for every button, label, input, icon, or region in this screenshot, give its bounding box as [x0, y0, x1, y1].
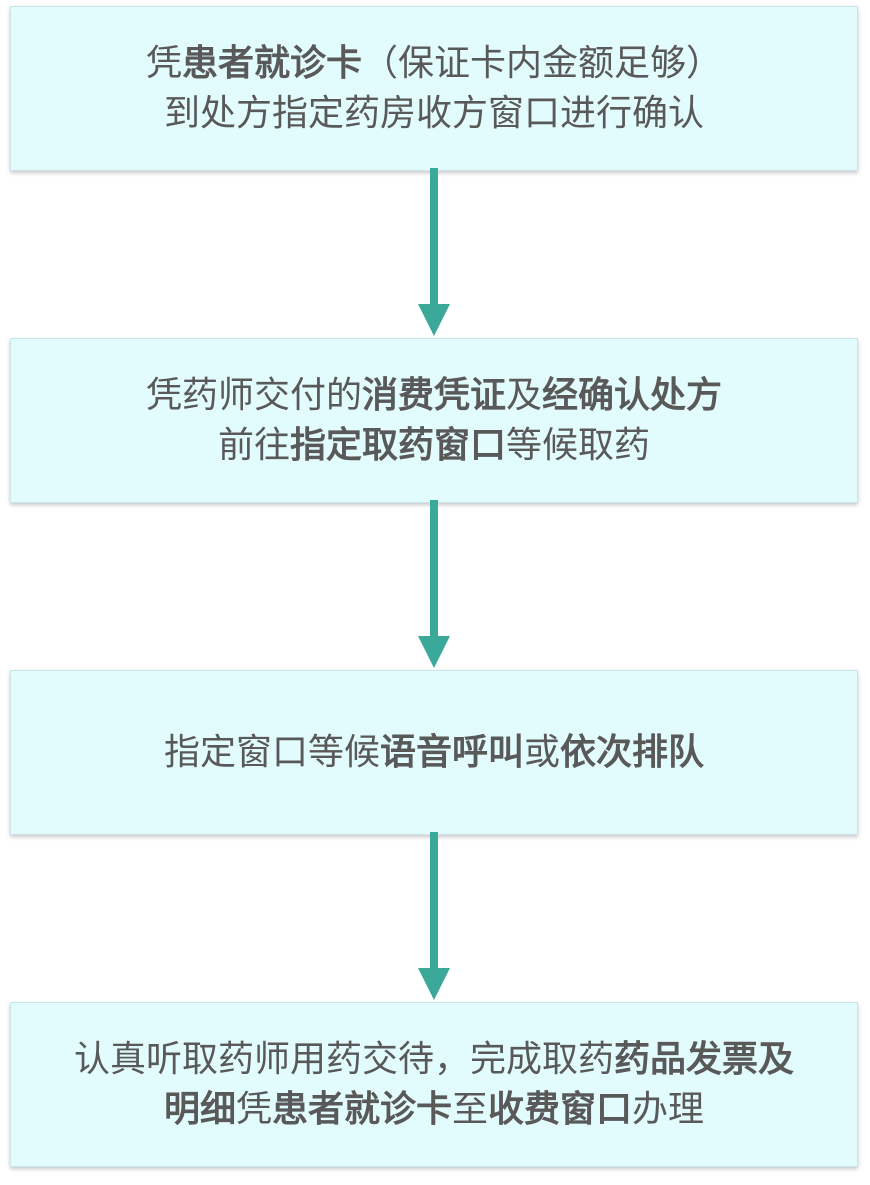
- step-1-line-2: 到处方指定药房收方窗口进行确认: [164, 89, 704, 139]
- arrow-down-3: [418, 832, 450, 1000]
- arrow-shaft: [430, 832, 438, 972]
- step-2-line-2: 前往指定取药窗口等候取药: [218, 421, 650, 471]
- step-text: 及: [506, 374, 543, 416]
- step-1-box: 凭患者就诊卡（保证卡内金额足够）到处方指定药房收方窗口进行确认: [10, 6, 858, 171]
- step-text: 到处方指定药房收方窗口进行确认: [163, 92, 704, 134]
- emphasized-text: 药品发票及: [614, 1038, 795, 1080]
- arrow-down-2: [418, 500, 450, 668]
- emphasized-text: 患者就诊卡: [271, 1088, 452, 1130]
- emphasized-text: 依次排队: [560, 731, 705, 773]
- step-text: 至: [452, 1088, 489, 1130]
- emphasized-text: 收费窗口: [488, 1088, 633, 1130]
- emphasized-text: 经确认处方: [542, 374, 723, 416]
- step-text: 凭: [145, 42, 182, 84]
- arrow-shaft: [430, 168, 438, 308]
- step-4-line-1: 认真听取药师用药交待，完成取药药品发票及: [74, 1035, 794, 1085]
- step-text: 认真听取药师用药交待，完成取药: [73, 1038, 614, 1080]
- step-text: （保证卡内金额足够）: [362, 42, 723, 84]
- emphasized-text: 指定取药窗口: [289, 424, 506, 466]
- step-text: 等候取药: [506, 424, 651, 466]
- step-2-line-1: 凭药师交付的消费凭证及经确认处方: [146, 371, 722, 421]
- step-text: 或: [524, 731, 561, 773]
- step-4-box: 认真听取药师用药交待，完成取药药品发票及明细凭患者就诊卡至收费窗口办理: [10, 1002, 858, 1167]
- step-text: 凭药师交付的: [145, 374, 362, 416]
- arrow-head-icon: [418, 636, 450, 668]
- step-3-line-1: 指定窗口等候语音呼叫或依次排队: [164, 728, 704, 778]
- step-text: 凭: [235, 1088, 272, 1130]
- emphasized-text: 患者就诊卡: [181, 42, 362, 84]
- emphasized-text: 明细: [163, 1088, 236, 1130]
- step-text: 前往: [217, 424, 290, 466]
- step-3-box: 指定窗口等候语音呼叫或依次排队: [10, 670, 858, 835]
- arrow-down-1: [418, 168, 450, 336]
- step-text: 办理: [632, 1088, 705, 1130]
- step-1-line-1: 凭患者就诊卡（保证卡内金额足够）: [146, 39, 722, 89]
- arrow-head-icon: [418, 968, 450, 1000]
- arrow-shaft: [430, 500, 438, 640]
- emphasized-text: 语音呼叫: [379, 731, 524, 773]
- step-4-line-2: 明细凭患者就诊卡至收费窗口办理: [164, 1085, 704, 1135]
- step-text: 指定窗口等候: [163, 731, 380, 773]
- step-2-box: 凭药师交付的消费凭证及经确认处方前往指定取药窗口等候取药: [10, 338, 858, 503]
- emphasized-text: 消费凭证: [361, 374, 506, 416]
- arrow-head-icon: [418, 304, 450, 336]
